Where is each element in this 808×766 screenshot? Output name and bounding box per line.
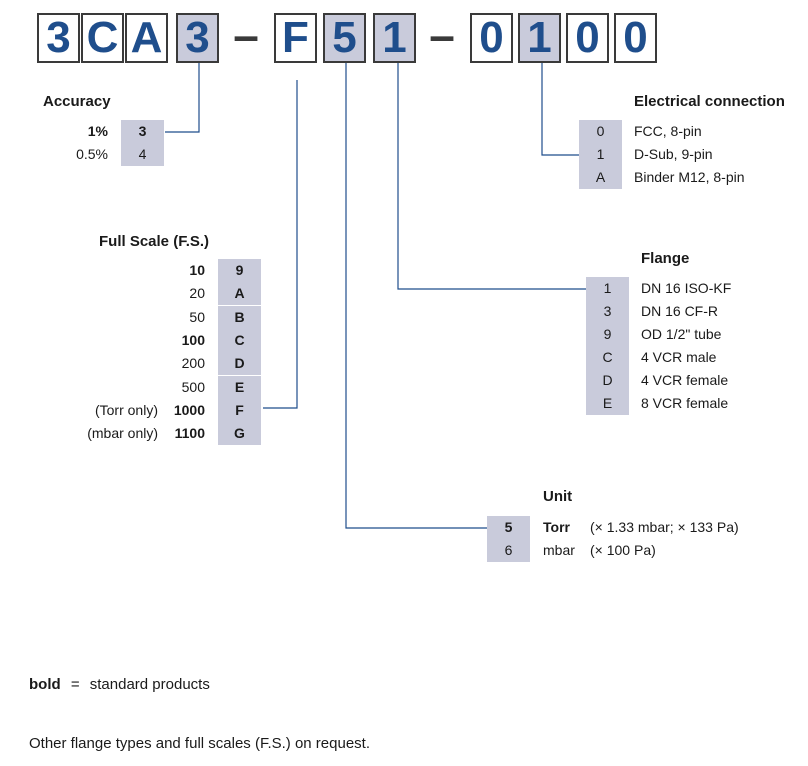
full-scale-code: F xyxy=(218,398,261,422)
code-char-unit: 5 xyxy=(323,13,366,63)
flange-code: E xyxy=(586,392,629,415)
flange-label: DN 16 ISO-KF xyxy=(641,280,732,296)
code-char-11: 0 xyxy=(614,13,657,63)
unit-label: mbar xyxy=(543,542,575,558)
accuracy-label-2: 0.5% xyxy=(76,146,108,162)
electrical-title: Electrical connection xyxy=(634,93,785,110)
full-scale-value: 50 xyxy=(189,308,205,325)
flange-connector xyxy=(397,63,586,290)
electrical-code: A xyxy=(579,166,622,189)
full-scale-value: 10 xyxy=(189,262,205,278)
full-scale-value: 500 xyxy=(181,378,205,395)
unit-code: 5 xyxy=(487,516,530,539)
full-scale-value: 20 xyxy=(189,285,205,302)
code-char-1: 3 xyxy=(37,13,80,63)
flange-code: C xyxy=(586,346,629,369)
flange-code: 3 xyxy=(586,300,629,323)
code-char-full-scale: F xyxy=(274,13,317,63)
flange-label: 8 VCR female xyxy=(641,395,729,411)
code-dash-2: – xyxy=(429,9,455,61)
bold-meaning: standard products xyxy=(89,676,210,693)
code-char-flange: 1 xyxy=(373,13,416,63)
flange-label: 4 VCR female xyxy=(641,372,729,388)
full-scale-code: B xyxy=(218,305,261,329)
flange-code: 1 xyxy=(586,277,629,300)
flange-code: D xyxy=(586,369,629,392)
flange-label: OD 1/2" tube xyxy=(641,326,722,342)
footer-note: Other flange types and full scales (F.S.… xyxy=(29,735,371,752)
electrical-code: 0 xyxy=(579,120,622,143)
code-char-3: A xyxy=(125,13,168,63)
flange-label: 4 VCR male xyxy=(641,349,717,365)
equals-sign: = xyxy=(70,676,80,693)
electrical-label: FCC, 8-pin xyxy=(634,123,702,139)
code-dash-1: – xyxy=(233,9,259,61)
accuracy-title: Accuracy xyxy=(43,93,111,110)
full-scale-value: 200 xyxy=(181,355,205,372)
unit-title: Unit xyxy=(543,488,573,505)
electrical-code: 1 xyxy=(579,143,622,166)
bold-legend: bold = standard products xyxy=(29,676,210,693)
code-char-electrical: 1 xyxy=(518,13,561,63)
code-char-10: 0 xyxy=(566,13,609,63)
unit-code: 6 xyxy=(487,539,530,562)
electrical-label: Binder M12, 8-pin xyxy=(634,169,745,185)
full-scale-code: G xyxy=(218,422,261,446)
unit-conversion: (× 100 Pa) xyxy=(590,542,656,558)
electrical-connector xyxy=(541,63,579,156)
flange-code: 9 xyxy=(586,323,629,346)
accuracy-code-1: 3 xyxy=(121,120,164,143)
full-scale-code: D xyxy=(218,352,261,376)
accuracy-connector xyxy=(165,63,200,133)
unit-label: Torr xyxy=(543,519,570,535)
full-scale-code: A xyxy=(218,282,261,306)
unit-conversion: (× 1.33 mbar; × 133 Pa) xyxy=(590,519,739,535)
accuracy-code-2: 4 xyxy=(121,143,164,166)
full-scale-code: 9 xyxy=(218,259,261,282)
full-scale-code: C xyxy=(218,328,261,352)
full-scale-value: 1100 xyxy=(174,425,205,442)
electrical-label: D-Sub, 9-pin xyxy=(634,146,713,162)
full-scale-note: (mbar only) xyxy=(87,425,158,442)
unit-connector xyxy=(345,63,487,529)
full-scale-value: 1000 xyxy=(173,401,205,418)
full-scale-value: 100 xyxy=(181,331,205,348)
code-char-8: 0 xyxy=(470,13,513,63)
flange-label: DN 16 CF-R xyxy=(641,303,719,319)
flange-title: Flange xyxy=(641,250,690,267)
accuracy-label-1: 1% xyxy=(87,123,108,139)
full-scale-connector xyxy=(263,80,298,409)
full-scale-code: E xyxy=(218,375,261,399)
bold-key: bold xyxy=(29,676,61,693)
code-char-accuracy: 3 xyxy=(176,13,219,63)
full-scale-note: (Torr only) xyxy=(94,401,158,418)
full-scale-title: Full Scale (F.S.) xyxy=(99,233,210,250)
code-char-2: C xyxy=(81,13,124,63)
